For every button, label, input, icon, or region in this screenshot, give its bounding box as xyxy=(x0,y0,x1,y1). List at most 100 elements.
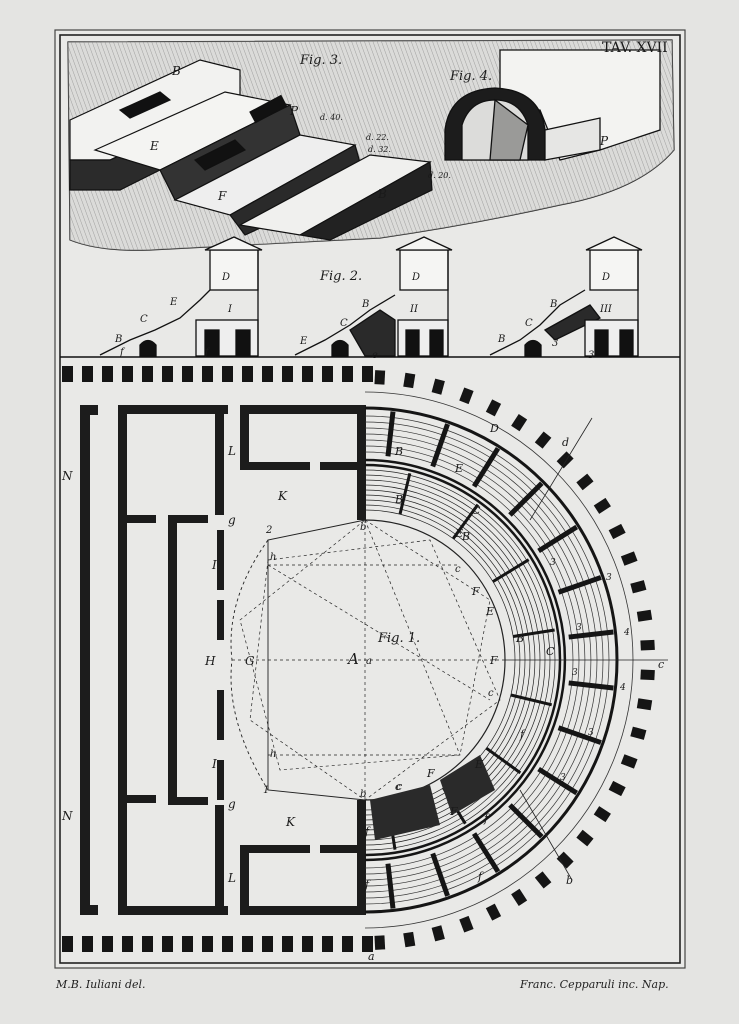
outer-pier xyxy=(620,754,638,769)
arena-label: h xyxy=(270,552,276,563)
stair-line xyxy=(512,628,555,639)
cavea-label: f xyxy=(364,878,371,891)
fig2-label: E xyxy=(169,297,178,308)
credit-right: Franc. Cepparuli inc. Nap. xyxy=(519,978,669,991)
credit-left: M.B. Iuliani del. xyxy=(55,978,146,991)
pier xyxy=(222,366,233,382)
outer-pier xyxy=(431,925,445,942)
pier xyxy=(82,366,93,382)
cavea-number: 4 xyxy=(619,683,626,693)
cavea-label: E xyxy=(454,527,463,540)
arena-label: c xyxy=(395,782,401,793)
radial-wall xyxy=(471,832,501,874)
cavea-label: E xyxy=(485,605,494,618)
cavea-label: E xyxy=(474,758,483,771)
fig2-section-3 xyxy=(489,236,643,357)
stair-line xyxy=(398,472,412,515)
fig2-caption: Fig. 2. xyxy=(319,269,362,284)
fig1-plan xyxy=(62,366,668,952)
cavea-number: 3 xyxy=(572,668,578,678)
cavea-number: 3 xyxy=(576,623,582,633)
stair-line xyxy=(485,746,522,775)
plan-side-label: g xyxy=(228,513,236,527)
pier xyxy=(322,936,333,952)
radial-wall xyxy=(557,575,602,595)
cavea-label: D xyxy=(489,422,499,435)
fig3-label: d. 40. xyxy=(320,113,343,122)
outer-pier xyxy=(620,551,638,566)
cavea-label: a xyxy=(368,950,375,963)
fig2-label: C xyxy=(140,314,148,325)
plan-side-label: I xyxy=(211,558,217,572)
outer-ring-piers xyxy=(374,370,655,950)
fig3-caption: Fig. 3. xyxy=(299,53,342,68)
outer-pier xyxy=(431,378,445,395)
outer-pier xyxy=(403,372,416,389)
cavea-label: B xyxy=(461,530,470,543)
arena-construction xyxy=(230,519,506,801)
inner-border xyxy=(59,34,681,964)
outer-pier xyxy=(534,431,552,449)
radial-wall xyxy=(537,766,579,796)
cavea-label: f xyxy=(364,825,371,838)
pier xyxy=(162,936,173,952)
axis-lines xyxy=(505,417,668,881)
pier xyxy=(102,936,113,952)
cavea-number: 3 xyxy=(560,773,566,783)
fig3-label: F xyxy=(217,189,227,203)
fig2-label: 3 xyxy=(552,338,558,349)
stair-line xyxy=(492,558,530,583)
outer-pier xyxy=(511,414,528,432)
plate-title: TAV. XVII xyxy=(602,40,668,56)
outer-pier xyxy=(608,523,626,540)
plan-side-label: L xyxy=(227,444,236,458)
pier xyxy=(362,936,373,952)
pier xyxy=(122,366,133,382)
pier xyxy=(82,936,93,952)
plan-side-label: L xyxy=(227,871,236,885)
outer-pier xyxy=(374,370,386,385)
fig3-label: d. 20. xyxy=(428,171,451,180)
plan-side-label: N xyxy=(61,809,73,823)
pier xyxy=(262,366,273,382)
stair-line xyxy=(510,693,553,707)
plan-side-label: g xyxy=(228,797,236,811)
fig3-label: d. 22. xyxy=(366,133,389,142)
arena-label: c xyxy=(455,564,461,575)
fig2-label: B xyxy=(114,334,122,345)
pier xyxy=(242,936,253,952)
pier xyxy=(102,366,113,382)
fig4-label: P xyxy=(599,134,609,148)
fig1-caption: Fig. 1. xyxy=(377,631,420,646)
pier xyxy=(222,936,233,952)
outer-pier xyxy=(640,669,655,681)
radial-wall xyxy=(568,680,614,691)
cavea-label: F xyxy=(426,767,435,780)
pier xyxy=(62,366,73,382)
cavea-label: f xyxy=(519,728,526,741)
cavea-label: c xyxy=(658,658,664,671)
fig2-sections xyxy=(60,236,680,358)
plan-side-label: G xyxy=(245,654,255,668)
pier xyxy=(362,366,373,382)
arena-label: A xyxy=(346,650,359,668)
fig2-numeral: II xyxy=(409,304,419,315)
pier xyxy=(142,936,153,952)
arena-label: b xyxy=(360,522,366,533)
fig2-label: B xyxy=(549,299,557,310)
pier xyxy=(342,366,353,382)
cavea-label: F xyxy=(489,654,498,667)
cavea-label: b xyxy=(566,874,573,887)
fig3-steps xyxy=(69,59,433,241)
outer-pier xyxy=(511,888,528,906)
pier xyxy=(282,366,293,382)
fig3-label: B xyxy=(171,64,181,78)
scena-building xyxy=(80,405,366,915)
fig2-numeral: III xyxy=(599,304,613,315)
fig3-label: B xyxy=(377,187,387,201)
fig2-label: e xyxy=(372,350,378,361)
radial-wall xyxy=(385,411,396,457)
radial-wall xyxy=(430,423,450,468)
outer-pier xyxy=(459,915,474,933)
